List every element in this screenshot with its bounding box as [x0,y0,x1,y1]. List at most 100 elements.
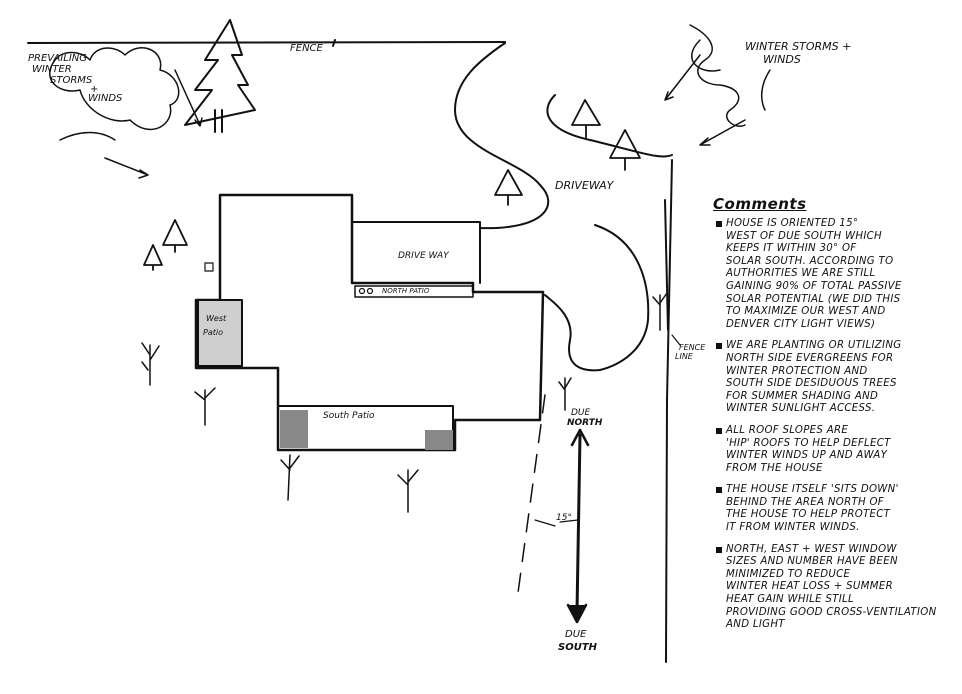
comment-line: South side desiduous trees [726,378,897,390]
driveway-outer-curve [454,42,550,230]
comment-line: the house to help protect [726,509,891,521]
south-patio-box [277,405,454,451]
pine-small-2 [609,129,641,171]
due-south-line-2: SOUTH [558,642,598,653]
fence-line-right [665,159,673,663]
angle-marker [534,519,579,527]
comment-line: Authorities we are still [726,268,876,280]
deciduous-tree-4 [397,469,419,513]
comments-title: Comments [713,195,807,213]
comment-item: We are planting or utilizingNorth side e… [712,340,957,416]
pine-small-3 [494,169,523,206]
pine-small-1 [571,99,601,139]
comment-line: to maximize our west and [726,306,886,318]
due-north-label: DUE NORTH [567,408,602,428]
comment-line: Gaining 90% of total passive [726,280,902,292]
comment-line: and light [726,619,785,631]
angle-label: 15° [556,513,572,523]
comment-line: for summer shading and [726,390,879,402]
comment-line: providing good cross-ventilation [726,606,937,618]
fence-line-line-2: LINE [675,352,693,361]
driveway-inner-curve [546,94,673,158]
comment-item: House is oriented 15°West of due South w… [712,218,957,331]
comment-line: winter winds up and away [726,450,888,462]
comment-line: Solar Potential (we did this [726,293,901,305]
fence-line-label: FENCE LINE [675,343,705,361]
house-outline [194,193,545,452]
winter-storms-label: WINTER STORMS + WINDS [745,40,851,66]
prevailing-line-2: WINTER [32,64,72,75]
comment-item: All Roof slopes are'Hip' Roofs to help d… [712,425,957,475]
comment-line: heat gain while still [726,594,854,606]
fence-line-pointer [671,334,681,346]
comment-line: All Roof slopes are [726,424,849,436]
comment-line: North, East + West Window [726,543,897,555]
wind-arrow-tree [174,69,203,127]
dashed-orientation-line [516,394,546,601]
fence-line-top [27,41,506,44]
comment-line: sizes and number have been [726,556,898,568]
fence-tick [332,39,336,47]
fence-line-right-short [664,199,669,331]
winter-storms-line-1: WINTER STORMS + [745,40,852,53]
due-south-line-1: DUE [565,629,587,640]
comment-line: West of due South which [726,230,883,242]
south-arrowhead [566,603,588,624]
north-arrowhead [570,428,590,447]
comment-item: The house itself 'sits down'behind the a… [712,484,957,534]
wind-arrow-right-1 [664,54,701,101]
prevailing-line-5: WINDS [88,93,123,104]
deciduous-tree-3 [280,454,300,501]
comment-line: winter protection and [726,365,868,377]
due-south-label: DUE SOUTH [558,628,597,654]
driveway-outer-label: DRIVEWAY [555,179,614,192]
winter-storms-line-2: WINDS [763,53,801,66]
comment-line: minimized to reduce [726,568,851,580]
storm-swirl-right [689,24,746,127]
comment-line: it from winter winds. [726,522,860,534]
comment-line: Denver City light views) [726,318,876,330]
comment-line: House is oriented 15° [726,218,859,229]
north-patio-strip [354,285,474,298]
deciduous-tree-5 [558,377,572,411]
due-north-line-1: DUE [571,408,591,418]
driveway-loop [544,224,650,372]
pine-tree-large [184,19,256,126]
prevailing-line-4: + [90,84,99,95]
prevailing-line-1: PREVAILING [28,53,87,64]
comment-line: winter sunlight access. [726,403,876,415]
west-patio-box [197,299,243,367]
prevailing-winds-label: PREVAILING WINTER STORMS + WINDS [28,53,122,104]
comment-line: behind the area North of [726,496,884,508]
fence-line-line-1: FENCE [679,343,706,352]
west-patio-line-1: West [206,314,227,323]
pine-small-4 [162,219,188,253]
comment-line: Solar South. According to [726,255,894,267]
wind-arrow-right-2 [699,119,746,146]
deciduous-tree-2 [194,387,216,426]
comments-list: House is oriented 15°West of due South w… [712,218,957,641]
deciduous-tree-6 [652,292,668,331]
south-patio-label: South Patio [323,411,375,421]
comment-line: keeps it within 30° of [726,243,857,255]
prevailing-line-3: STORMS [50,75,93,86]
comment-line: We are planting or utilizing [726,340,902,352]
storm-cloud-left [49,47,180,131]
driveway-inner-label: DRIVE WAY [398,251,449,261]
west-patio-label: West Patio [203,312,226,340]
comment-line: from the house [726,462,823,474]
wind-arrow-left [104,157,149,179]
comment-line: winter heat loss + summer [726,581,893,593]
driveway-block [351,221,481,284]
comment-line: 'Hip' Roofs to help deflect [726,437,891,449]
north-south-arrow [575,433,582,614]
deciduous-tree-1 [141,342,160,386]
west-patio-line-2: Patio [203,328,223,337]
comment-item: North, East + West Windowsizes and numbe… [712,544,957,632]
due-north-line-2: NORTH [567,418,603,428]
pine-small-5 [143,244,163,271]
north-patio-label: NORTH PATIO [382,287,430,295]
fence-label: FENCE [290,43,323,54]
comment-line: North side evergreens for [726,352,894,364]
